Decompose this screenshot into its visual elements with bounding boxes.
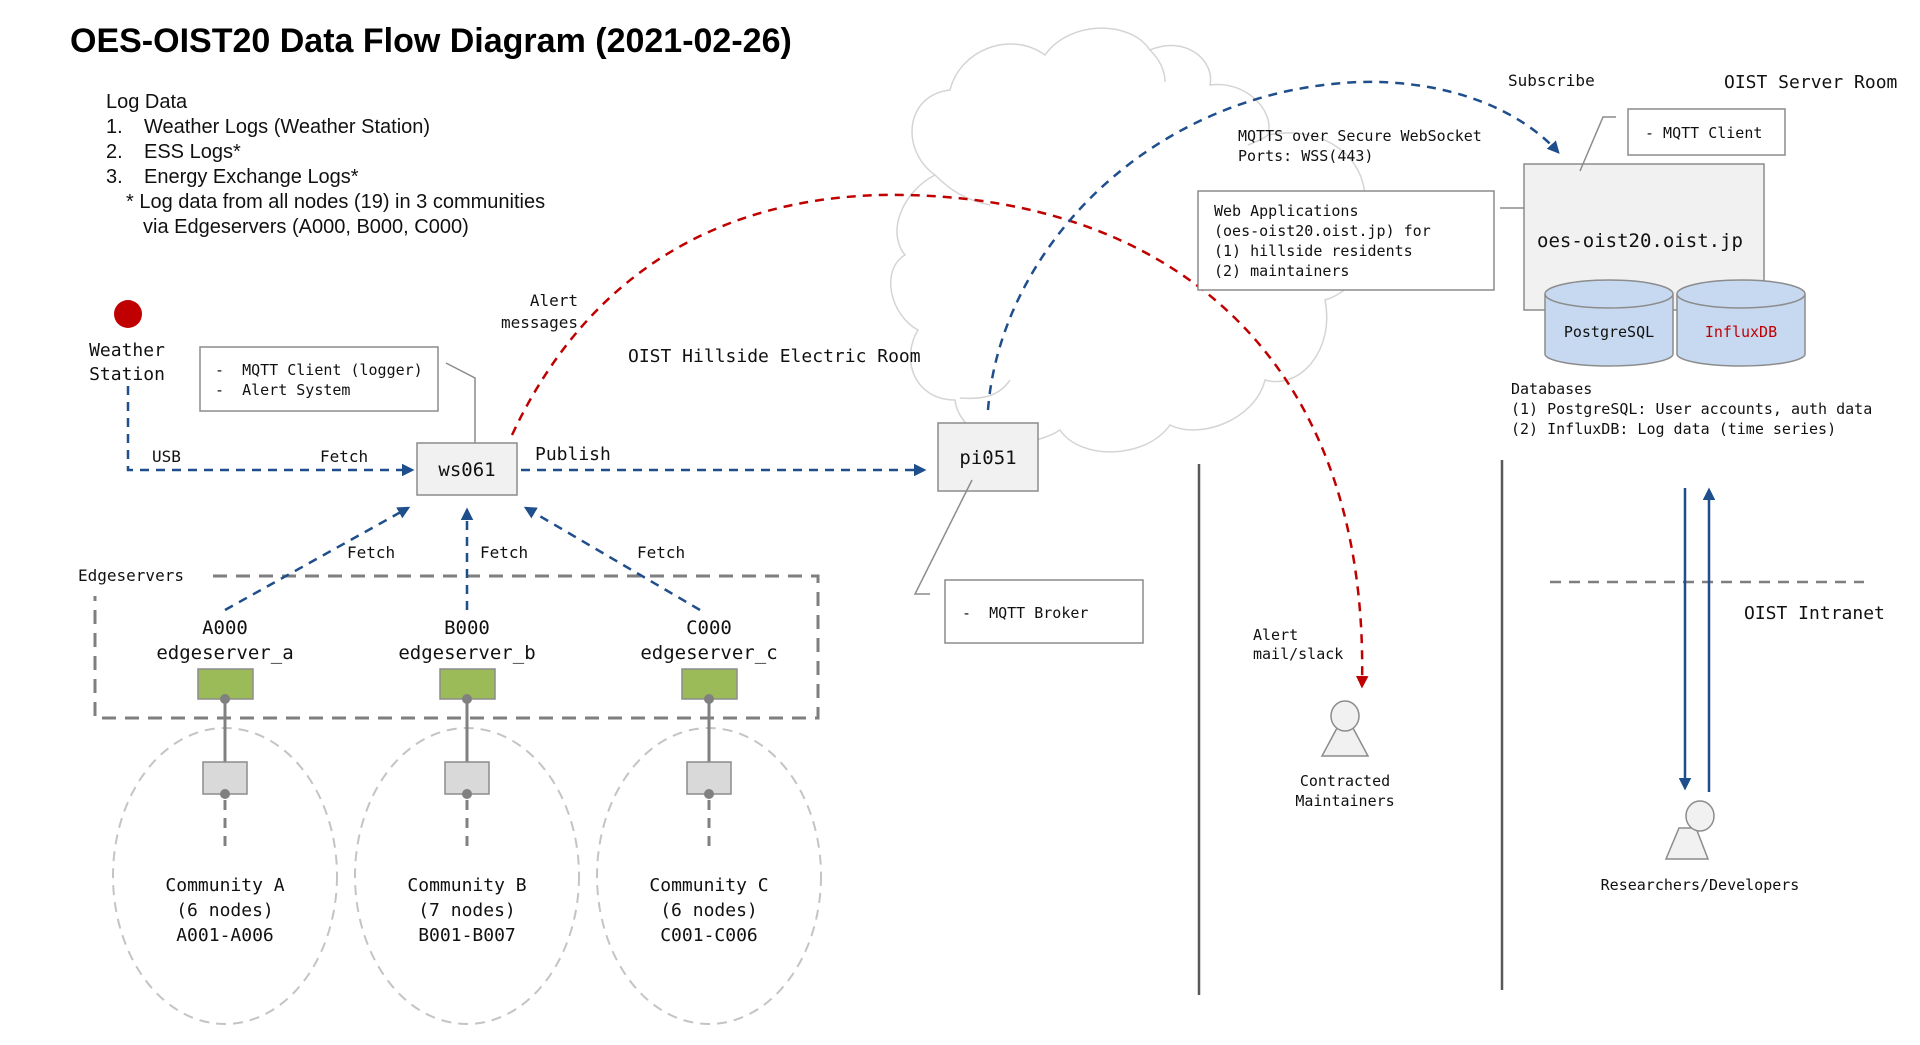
weather-station-icon[interactable] (114, 300, 142, 328)
intranet-label: OIST Intranet (1744, 603, 1885, 624)
edgeserver-id: B000 (444, 617, 490, 639)
edgeserver-id: C000 (686, 617, 732, 639)
connector-dot (220, 694, 230, 704)
fetch-arrow-a (224, 506, 411, 612)
log-item-label: Energy Exchange Logs* (144, 166, 359, 188)
connector-dot (462, 789, 472, 799)
server-hostname: oes-oist20.oist.jp (1537, 230, 1743, 252)
ws061-note: - Alert System (215, 381, 350, 399)
alert-mail-label: Alert (1253, 626, 1298, 644)
log-item-label: ESS Logs* (144, 141, 241, 163)
alert-messages-label: messages (501, 313, 578, 332)
usb-fetch-arrow (126, 386, 415, 477)
ws061-label: ws061 (438, 459, 495, 481)
influxdb-database-icon[interactable] (1676, 279, 1806, 367)
log-item-number: 2. (106, 141, 123, 163)
community-name: Community A (165, 875, 284, 896)
researchers-person-icon (1664, 800, 1715, 860)
ws061-node[interactable] (416, 442, 518, 496)
ws061-notes-box (199, 346, 439, 412)
server-notes-box (1627, 108, 1786, 156)
web-app-line: (oes-oist20.oist.jp) for (1214, 222, 1431, 240)
pi051-node[interactable] (937, 422, 1039, 492)
log-data-heading: Log Data (106, 91, 188, 113)
ws061-leader-line (445, 362, 476, 445)
pi051-leader-line (913, 479, 973, 595)
log-data-legend: Log Data 1. Weather Logs (Weather Statio… (106, 91, 545, 238)
edgeservers-group-label: Edgeservers (78, 566, 184, 585)
fetch-arrow-c (523, 506, 701, 612)
fetch-label: Fetch (480, 543, 528, 562)
community-range: B001-B007 (418, 925, 516, 946)
edgeserver-name: edgeserver_b (398, 642, 535, 664)
connector-dot (704, 789, 714, 799)
alert-arrow (510, 193, 1369, 689)
edgeserver-a[interactable]: A000 edgeserver_a (156, 617, 294, 852)
influxdb-label: InfluxDB (1705, 323, 1777, 341)
weather-station-label: Station (89, 364, 165, 385)
fetch-label: Fetch (637, 543, 685, 562)
community-nodes: (6 nodes) (660, 900, 758, 921)
pi051-notes-box (944, 579, 1144, 644)
community-nodes: (7 nodes) (418, 900, 516, 921)
server-leader-line (1579, 116, 1616, 172)
databases-caption: (1) PostgreSQL: User accounts, auth data (1511, 400, 1872, 418)
hillside-room-label: OIST Hillside Electric Room (628, 346, 921, 367)
maintainers-person-icon (1320, 700, 1370, 757)
community-range: C001-C006 (660, 925, 758, 946)
server-note: - MQTT Client (1645, 124, 1762, 142)
log-item-label: Weather Logs (Weather Station) (144, 116, 430, 138)
connector-dot (220, 789, 230, 799)
edgeserver-icon (681, 668, 738, 700)
web-app-line: (2) maintainers (1214, 262, 1349, 280)
researchers-label: Researchers/Developers (1601, 876, 1800, 894)
edgeserver-icon (439, 668, 496, 700)
web-app-line: (1) hillside residents (1214, 242, 1413, 260)
switch-icon (686, 761, 732, 795)
log-item-number: 1. (106, 116, 123, 138)
edgeserver-b[interactable]: B000 edgeserver_b (398, 617, 536, 852)
connector-dot (704, 694, 714, 704)
web-app-line: Web Applications (1214, 202, 1359, 220)
web-applications-box (1197, 190, 1495, 291)
server-room-label: OIST Server Room (1724, 72, 1897, 93)
pi051-note: - MQTT Broker (962, 604, 1088, 622)
subscribe-arrow (986, 80, 1560, 411)
weather-station-label: Weather (89, 340, 165, 361)
log-footnote: * Log data from all nodes (19) in 3 comm… (126, 191, 545, 213)
fetch-label: Fetch (347, 543, 395, 562)
ws061-note: - MQTT Client (logger) (215, 361, 423, 379)
databases-caption: (2) InfluxDB: Log data (time series) (1511, 420, 1836, 438)
maintainers-label: Maintainers (1295, 792, 1394, 810)
edgeserver-id: A000 (202, 617, 248, 639)
usb-label: USB (152, 447, 181, 466)
fetch-label: Fetch (320, 447, 368, 466)
alert-messages-label: Alert (530, 291, 578, 310)
community-range: A001-A006 (176, 925, 274, 946)
pi051-label: pi051 (959, 447, 1016, 469)
edgeserver-name: edgeserver_c (640, 642, 777, 664)
internet-cloud-icon (890, 27, 1371, 453)
edgeservers-group-box (93, 574, 820, 720)
publish-label: Publish (535, 444, 611, 465)
community-nodes: (6 nodes) (176, 900, 274, 921)
page-title: OES-OIST20 Data Flow Diagram (2021-02-26… (70, 22, 792, 60)
community-name: Community C (649, 875, 768, 896)
edgeserver-icon (197, 668, 254, 700)
maintainers-label: Contracted (1300, 772, 1390, 790)
alert-mail-label: mail/slack (1253, 645, 1343, 663)
log-footnote: via Edgeservers (A000, B000, C000) (143, 216, 469, 238)
subscribe-label: Subscribe (1508, 71, 1595, 90)
log-item-number: 3. (106, 166, 123, 188)
postgresql-database-icon[interactable] (1544, 279, 1674, 367)
protocol-label: Ports: WSS(443) (1238, 147, 1373, 165)
edgeserver-c[interactable]: C000 edgeserver_c (640, 617, 778, 852)
community-name: Community B (407, 875, 526, 896)
postgresql-label: PostgreSQL (1564, 323, 1654, 341)
protocol-label: MQTTS over Secure WebSocket (1238, 127, 1482, 145)
edgeserver-name: edgeserver_a (156, 642, 293, 664)
connector-dot (462, 694, 472, 704)
databases-caption: Databases (1511, 380, 1592, 398)
